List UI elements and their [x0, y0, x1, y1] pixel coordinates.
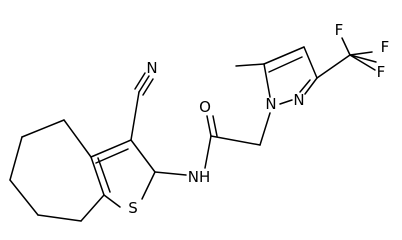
bond-c7-c8 [37, 214, 82, 222]
bond-cf3-f-top [341, 37, 351, 56]
bond-c3a-c4 [63, 119, 92, 158]
bond-c6-c7 [9, 179, 39, 216]
molecule-structure: N O NH S N N F F F [9, 21, 389, 222]
bond-c3a-c3 [90, 139, 132, 158]
substituents [235, 37, 377, 79]
bond-cf3-f-bottom [349, 54, 376, 71]
bond-carbonyl-o-1 [206, 115, 212, 137]
bond-cf3-f-right [349, 51, 373, 56]
bond-nh-carbonyl [204, 135, 212, 169]
bond-methyl [235, 63, 265, 67]
pyrazole-n1-label: N [265, 95, 276, 113]
bond-c3-c2 [130, 139, 156, 173]
bond-cf3-f-right-ext [349, 54, 377, 63]
pyrazole-n2-label: N [293, 91, 304, 109]
bond-cn-triple-1 [138, 75, 150, 93]
amide-nh-label: NH [188, 168, 211, 186]
fluorine-top-label: F [335, 21, 344, 39]
thiophene-sulfur-label: S [128, 199, 138, 217]
bond-c5-c4-double [268, 56, 303, 73]
bond-c2-nh [154, 171, 187, 176]
bond-cn-triple-3 [142, 78, 154, 96]
cycloheptane-ring [9, 119, 105, 222]
bond-ch2-n1 [259, 112, 271, 146]
bond-c8a-c3a-double [97, 157, 111, 193]
bond-cn-triple-2 [134, 72, 146, 90]
bond-c2-s [141, 171, 156, 200]
amide-linker [154, 112, 271, 176]
thiophene-ring [90, 139, 156, 208]
bond-carbonyl-o-2 [212, 115, 218, 137]
carbonyl-oxygen-label: O [199, 98, 211, 116]
bond-c8a-c3a [90, 156, 105, 196]
atom-labels: N O NH S N N F F F [128, 21, 389, 217]
bond-carbonyl-ch2 [210, 135, 261, 146]
bond-n1-c5 [263, 63, 271, 98]
bond-c3-cn [130, 91, 140, 141]
bond-c3-n2-double [299, 79, 311, 93]
bond-c4-c3 [303, 46, 318, 79]
nitrile-group [130, 72, 154, 141]
bond-c3-n2 [304, 77, 318, 95]
nitrile-nitrogen-label: N [146, 59, 157, 77]
bond-s-c8a [103, 194, 121, 208]
fluorine-right-label: F [381, 38, 390, 56]
bond-c4-c5 [21, 119, 65, 138]
bond-c8-c8a [80, 194, 105, 222]
bond-c3-cf3 [316, 54, 351, 79]
pyrazole-ring [263, 46, 318, 105]
bond-c5-c6 [9, 136, 23, 181]
bond-c3a-c3-double [95, 148, 129, 164]
fluorine-bottom-label: F [377, 63, 386, 81]
bond-n2-n1 [279, 99, 293, 105]
bond-c5-c4 [263, 46, 305, 65]
